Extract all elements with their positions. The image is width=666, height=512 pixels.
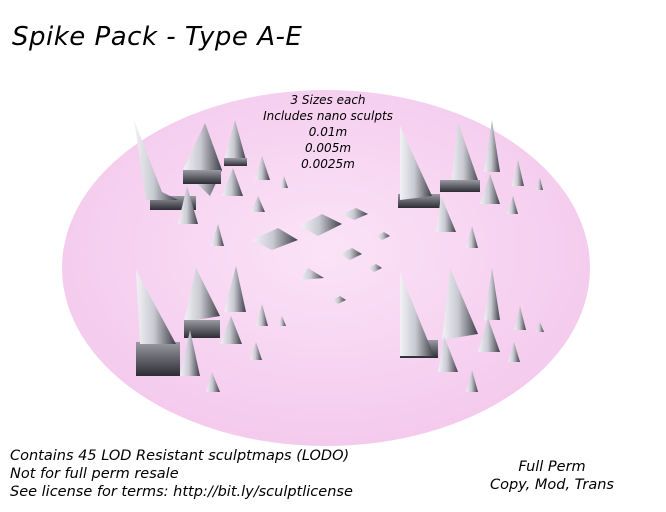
license-line: See license for terms: http://bit.ly/scu…	[10, 484, 353, 500]
size-info-size3: 0.0025m	[301, 157, 355, 171]
size-info-size1: 0.01m	[308, 125, 348, 139]
size-info: 3 Sizes each Includes nano sculpts 0.01m…	[238, 92, 418, 172]
permissions-line1: Full Perm	[518, 459, 586, 475]
size-info-line2: Includes nano sculpts	[263, 109, 393, 123]
size-info-line1: 3 Sizes each	[290, 93, 366, 107]
spike-cluster-bottom-left	[136, 266, 286, 392]
resale-line: Not for full perm resale	[10, 466, 179, 482]
spike-cluster-top-right	[398, 120, 543, 248]
permissions-line2: Copy, Mod, Trans	[489, 477, 614, 493]
permissions-info: Full Perm Copy, Mod, Trans	[462, 458, 642, 494]
spike-cluster-bottom-right	[400, 268, 544, 392]
size-info-size2: 0.005m	[304, 141, 352, 155]
nano-sculpts-center	[252, 208, 390, 304]
contents-info: Contains 45 LOD Resistant sculptmaps (LO…	[10, 447, 353, 501]
spike-cluster-top-left	[134, 120, 288, 246]
product-title: Spike Pack - Type A-E	[12, 22, 303, 52]
contents-line: Contains 45 LOD Resistant sculptmaps (LO…	[10, 448, 350, 464]
